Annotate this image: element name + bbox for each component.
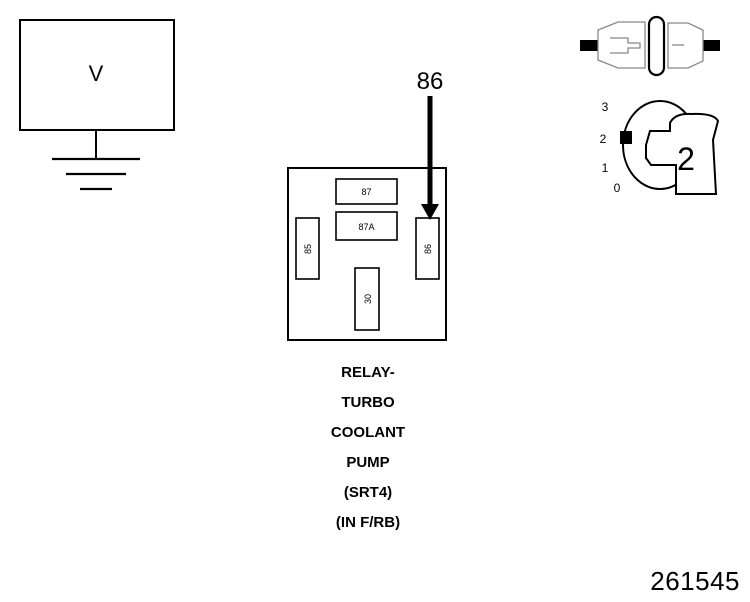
ignition-position-0: 0 (614, 181, 621, 195)
voltmeter-symbol: V (19, 19, 175, 191)
ignition-switch-icon: 3 2 1 0 2 (600, 100, 720, 195)
pin-87a: 87A (335, 211, 398, 241)
svg-text:85: 85 (303, 244, 313, 254)
figure-id: 261545 (650, 566, 740, 596)
connector-disconnected-icon (580, 15, 720, 77)
svg-text:86: 86 (423, 244, 433, 254)
key-icon (645, 112, 720, 195)
voltmeter-label: V (89, 61, 104, 86)
pin-85: 85 (295, 217, 320, 280)
ground-icon (52, 157, 140, 191)
relay-outline (287, 167, 447, 341)
caption-line: (IN F/RB) (335, 514, 401, 531)
caption-line: (SRT4) (343, 484, 393, 501)
svg-text:87A: 87A (358, 222, 374, 232)
ignition-selected-position: 2 (677, 141, 695, 177)
ignition-indicator (620, 131, 632, 144)
caption-line: TURBO (341, 394, 395, 411)
svg-text:87: 87 (361, 187, 371, 197)
caption-line: RELAY- (341, 364, 395, 381)
relay-caption: RELAY- TURBO COOLANT PUMP (SRT4) (IN F/R… (300, 358, 436, 538)
arrow-down-icon (421, 204, 439, 220)
caption-line: PUMP (346, 454, 390, 471)
probe-arrow: 86 (417, 68, 444, 220)
ignition-position-1: 1 (602, 161, 609, 175)
relay-body: 87 87A 85 86 30 (287, 167, 447, 341)
ignition-position-3: 3 (602, 100, 609, 114)
pin-86: 86 (415, 217, 440, 280)
pin-87: 87 (335, 178, 398, 205)
probe-pin-label: 86 (417, 68, 444, 95)
caption-line: COOLANT (330, 424, 406, 441)
svg-text:30: 30 (363, 294, 373, 304)
ignition-position-2: 2 (600, 132, 607, 146)
pin-30: 30 (354, 267, 380, 331)
